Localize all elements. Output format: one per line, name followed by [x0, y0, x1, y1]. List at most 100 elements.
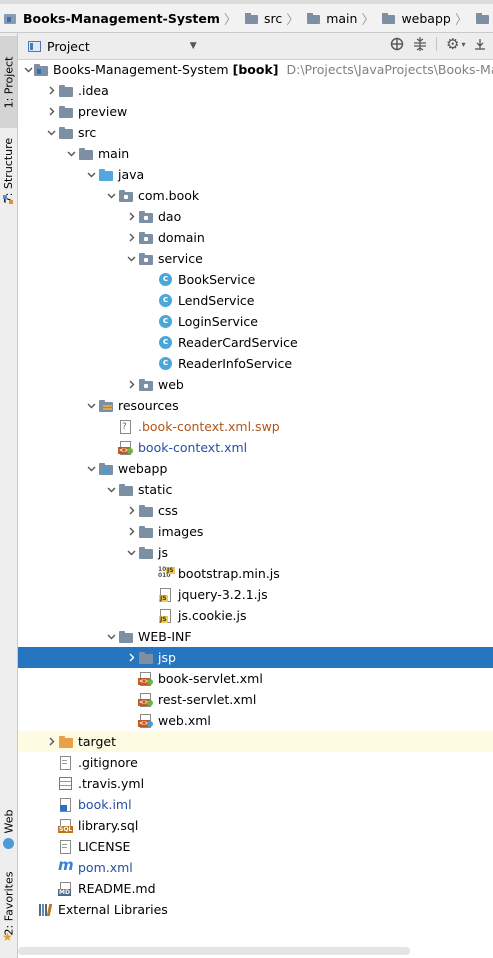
- chevron-down-icon[interactable]: [84, 164, 98, 185]
- tree-node-gitignore[interactable]: .gitignore: [18, 752, 493, 773]
- breadcrumb-src[interactable]: src〉: [241, 4, 303, 32]
- toolbar-separator: [436, 37, 437, 51]
- tree-node-jsp[interactable]: jsp: [18, 647, 493, 668]
- chevron-down-icon[interactable]: [104, 185, 118, 206]
- chevron-down-icon[interactable]: [124, 542, 138, 563]
- js-file-icon: JS: [158, 587, 174, 602]
- tree-node-target[interactable]: target: [18, 731, 493, 752]
- globe-icon[interactable]: [390, 37, 404, 51]
- tree-node-label: pom.xml: [78, 860, 133, 875]
- collapse-all-icon[interactable]: [413, 37, 427, 51]
- hide-panel-icon[interactable]: [474, 38, 486, 50]
- tree-node-web-inf[interactable]: WEB-INF: [18, 626, 493, 647]
- chevron-right-icon[interactable]: [124, 647, 138, 668]
- chevron-right-icon[interactable]: [124, 206, 138, 227]
- chevron-right-icon[interactable]: [124, 500, 138, 521]
- tab-web[interactable]: Web: [0, 801, 17, 841]
- tree-node-main[interactable]: main: [18, 143, 493, 164]
- breadcrumb-separator-icon: 〉: [454, 12, 468, 28]
- tree-node-webapp[interactable]: webapp: [18, 458, 493, 479]
- chevron-down-icon[interactable]: [104, 479, 118, 500]
- excluded-folder-icon: [58, 735, 74, 749]
- tree-node-label: src: [78, 125, 97, 140]
- folder-icon: [118, 483, 134, 497]
- tree-node-license[interactable]: LICENSE: [18, 836, 493, 857]
- chevron-down-icon[interactable]: [44, 122, 58, 143]
- tree-node-label: .gitignore: [78, 755, 138, 770]
- tree-spacer: [104, 437, 118, 458]
- tree-node-book-iml[interactable]: book.iml: [18, 794, 493, 815]
- tree-node-books-management-system[interactable]: Books-Management-System[book]D:\Projects…: [18, 59, 493, 80]
- tree-node-book-context-xml[interactable]: <>book-context.xml: [18, 437, 493, 458]
- tab-structure-label: 7: Structure: [2, 137, 15, 203]
- tree-node-domain[interactable]: domain: [18, 227, 493, 248]
- tree-spacer: [44, 794, 58, 815]
- chevron-right-icon[interactable]: [124, 227, 138, 248]
- chevron-right-icon[interactable]: [124, 521, 138, 542]
- tree-node-label: css: [158, 503, 178, 518]
- gear-dropdown-icon[interactable]: ▾: [461, 39, 466, 49]
- tree-node-js[interactable]: js: [18, 542, 493, 563]
- iml-file-icon: [58, 797, 74, 812]
- tree-node-web[interactable]: web: [18, 374, 493, 395]
- tree-node-com-book[interactable]: com.book: [18, 185, 493, 206]
- tree-node-label: preview: [78, 104, 128, 119]
- tree-node-book-context-xml-swp[interactable]: ?.book-context.xml.swp: [18, 416, 493, 437]
- chevron-right-icon[interactable]: [44, 731, 58, 752]
- tree-node-external-libraries[interactable]: External Libraries: [18, 899, 493, 920]
- tree-node-images[interactable]: images: [18, 521, 493, 542]
- horizontal-scrollbar[interactable]: [18, 947, 410, 955]
- tree-node-css[interactable]: css: [18, 500, 493, 521]
- view-dropdown-chevron-icon[interactable]: ▼: [189, 41, 197, 51]
- tree-node-web-xml[interactable]: <>web.xml: [18, 710, 493, 731]
- chevron-down-icon[interactable]: [64, 143, 78, 164]
- menu-bar: [0, 0, 493, 4]
- tree-node-label: LendService: [178, 293, 255, 308]
- tree-node-label: web: [158, 377, 184, 392]
- tree-spacer: [44, 752, 58, 773]
- folder-icon: [138, 504, 154, 518]
- chevron-down-icon[interactable]: [104, 626, 118, 647]
- breadcrumb-main[interactable]: main〉: [303, 4, 378, 32]
- chevron-down-icon[interactable]: [84, 395, 98, 416]
- folder-icon: [382, 12, 397, 24]
- chevron-right-icon[interactable]: [124, 374, 138, 395]
- tree-node-rest-servlet-xml[interactable]: <>rest-servlet.xml: [18, 689, 493, 710]
- chevron-right-icon[interactable]: [44, 80, 58, 101]
- chevron-down-icon[interactable]: [24, 59, 33, 80]
- tree-node-idea[interactable]: .idea: [18, 80, 493, 101]
- tree-node-static[interactable]: static: [18, 479, 493, 500]
- breadcrumb-separator-icon: 〉: [286, 12, 300, 28]
- tree-node-service[interactable]: service: [18, 248, 493, 269]
- text-file-icon: [58, 839, 74, 854]
- tree-node-travis-yml[interactable]: .travis.yml: [18, 773, 493, 794]
- chevron-right-icon[interactable]: [44, 101, 58, 122]
- tree-node-dao[interactable]: dao: [18, 206, 493, 227]
- tree-node-resources[interactable]: resources: [18, 395, 493, 416]
- tree-node-book-servlet-xml[interactable]: <>book-servlet.xml: [18, 668, 493, 689]
- chevron-down-icon[interactable]: [84, 458, 98, 479]
- tab-project[interactable]: 1: Project: [0, 36, 17, 128]
- tree-node-java[interactable]: java: [18, 164, 493, 185]
- module-icon: [33, 63, 49, 77]
- tree-node-preview[interactable]: preview: [18, 101, 493, 122]
- breadcrumb-web-inf[interactable]: WEB-INF: [472, 4, 493, 32]
- gear-icon[interactable]: ⚙: [446, 35, 460, 53]
- breadcrumb-webapp[interactable]: webapp〉: [378, 4, 471, 32]
- tree-node-src[interactable]: src: [18, 122, 493, 143]
- tree-node-label: README.md: [78, 881, 156, 896]
- text-file-icon: [58, 755, 74, 770]
- breadcrumb-books-management-system[interactable]: Books-Management-System〉: [0, 4, 241, 32]
- chevron-down-icon[interactable]: [124, 248, 138, 269]
